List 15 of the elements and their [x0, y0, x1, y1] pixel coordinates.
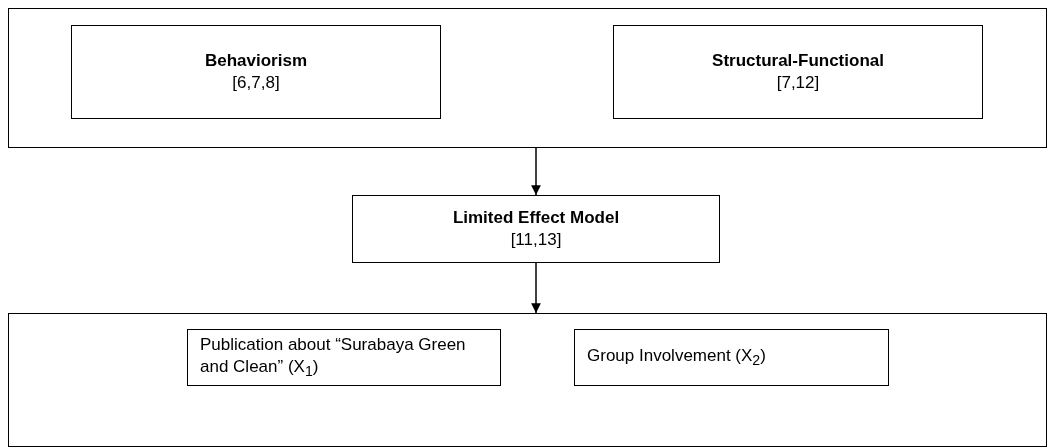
variable-label: Publication about “Surabaya Green and Clean” (X$_{1}$) — [200, 334, 467, 381]
variable-label: Group Involvement (X$_{2}$) — [587, 345, 766, 370]
group-panel — [8, 313, 1047, 447]
concept-box — [71, 25, 441, 119]
concept-title: Limited Effect Model — [452, 206, 620, 229]
concept-title: Structural-Functional — [712, 49, 884, 72]
group-panel — [8, 8, 1047, 148]
citation-text: [7,12] — [776, 72, 820, 94]
concept-box — [613, 25, 983, 119]
concept-title: Behaviorism — [204, 49, 307, 72]
citation-text: [6,7,8] — [232, 72, 280, 94]
citation-text: [11,13] — [510, 229, 562, 251]
variable-box — [187, 329, 501, 386]
variable-box — [574, 329, 889, 386]
concept-box — [352, 195, 720, 263]
